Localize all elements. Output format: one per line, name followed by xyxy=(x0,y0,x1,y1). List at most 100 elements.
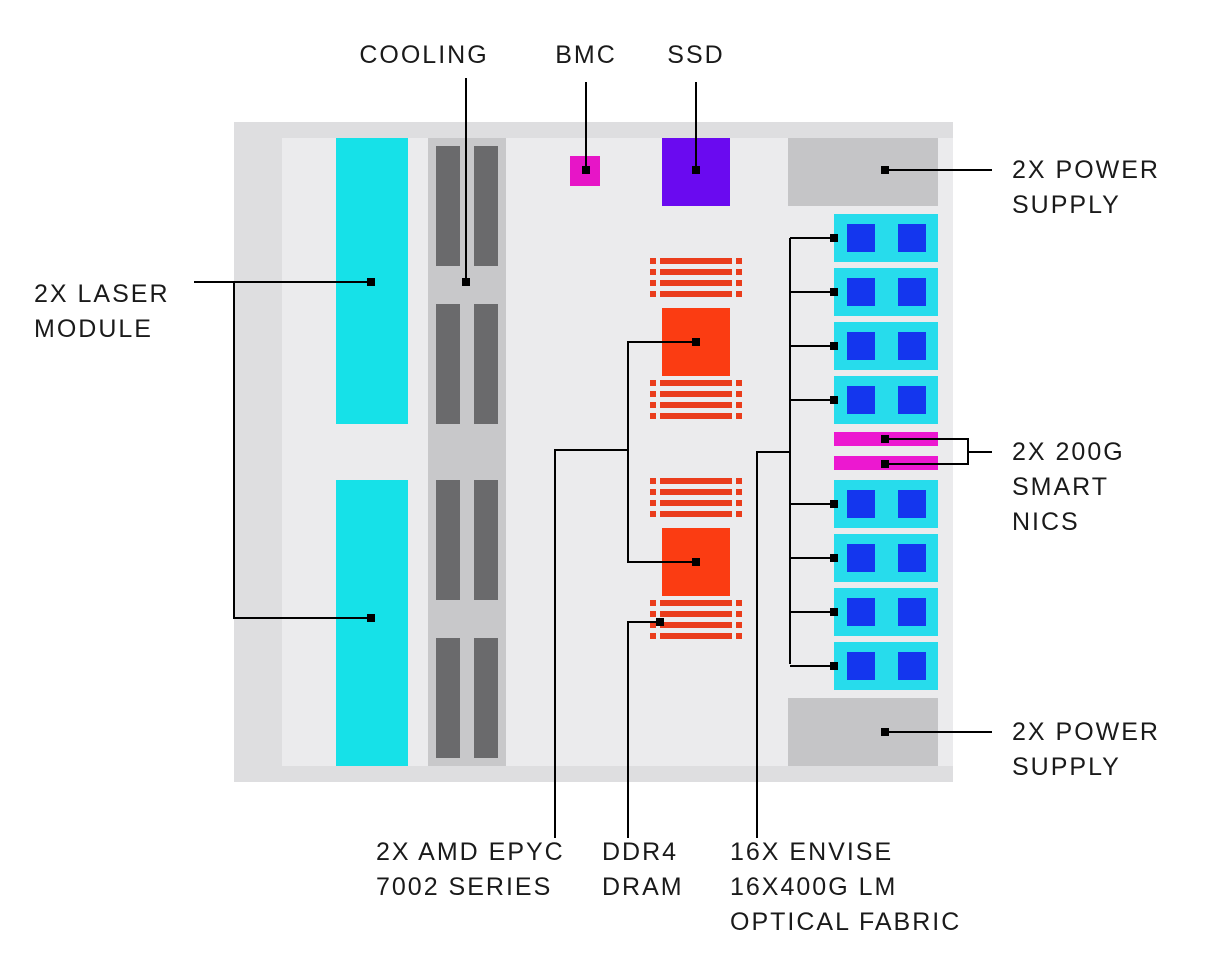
dram-pin xyxy=(736,633,742,639)
optical-tap-dot xyxy=(830,288,838,296)
fan xyxy=(474,304,498,424)
dram-pin xyxy=(736,511,742,517)
bmc-dot xyxy=(582,166,590,174)
dram-stick xyxy=(660,611,732,617)
cpu-label-line1: 2X AMD EPYC xyxy=(376,838,565,866)
ssd-label: SSD xyxy=(667,41,724,69)
optical-module xyxy=(834,268,938,316)
bmc-label: BMC xyxy=(555,41,617,69)
cpu-label-line2: 7002 SERIES xyxy=(376,873,552,901)
optical-tap-dot xyxy=(830,500,838,508)
cpu-dot-bottom xyxy=(692,558,700,566)
dram-stick xyxy=(660,500,732,506)
fan xyxy=(436,146,460,266)
fan xyxy=(436,638,460,758)
dram-pin xyxy=(736,600,742,606)
dram-pin xyxy=(736,478,742,484)
dram-pin xyxy=(736,380,742,386)
dram-pin xyxy=(650,622,656,628)
optical-module xyxy=(834,534,938,582)
power-top-label-line2: SUPPLY xyxy=(1012,191,1121,219)
dram-stick xyxy=(660,633,732,639)
nic-dot-top xyxy=(881,435,889,443)
dram-label-line1: DDR4 xyxy=(602,838,678,866)
dram-bank xyxy=(650,600,742,639)
dram-pin xyxy=(650,413,656,419)
dram-pin xyxy=(650,511,656,517)
dram-bank xyxy=(650,380,742,419)
optical-chip xyxy=(898,544,926,572)
laser-leader-branch xyxy=(233,282,372,619)
dram-stick xyxy=(660,622,732,628)
power-bottom-dot xyxy=(881,728,889,736)
optical-chip xyxy=(898,386,926,414)
dram-stick xyxy=(660,258,732,264)
dram-bank xyxy=(650,258,742,297)
optical-module xyxy=(834,588,938,636)
nic-dot-bottom xyxy=(881,460,889,468)
laser-module-bottom xyxy=(336,480,408,766)
dram-stick xyxy=(660,380,732,386)
dram-bank xyxy=(650,478,742,517)
dram-pin xyxy=(736,291,742,297)
dram-stick xyxy=(660,291,732,297)
optical-modules xyxy=(834,214,938,690)
optical-module xyxy=(834,376,938,424)
dram-pin xyxy=(650,258,656,264)
dram-pin xyxy=(650,500,656,506)
cpu-dot-top xyxy=(692,338,700,346)
dram-pin xyxy=(650,478,656,484)
laser-label-line2: MODULE xyxy=(34,315,153,343)
dram-pin xyxy=(650,402,656,408)
dram-pin xyxy=(736,413,742,419)
optical-tap-dot xyxy=(830,662,838,670)
fan xyxy=(436,480,460,600)
optical-chip xyxy=(847,490,875,518)
dram-pin xyxy=(736,500,742,506)
optical-tap-dot xyxy=(830,342,838,350)
optical-chip xyxy=(898,652,926,680)
dram-pin xyxy=(650,280,656,286)
power-bottom-label-line1: 2X POWER xyxy=(1012,718,1160,746)
cpu-leader xyxy=(554,449,628,838)
dram-stick xyxy=(660,413,732,419)
optical-module xyxy=(834,642,938,690)
optical-chip xyxy=(847,332,875,360)
optical-module xyxy=(834,322,938,370)
dram-pin xyxy=(650,291,656,297)
cooling-dot xyxy=(462,278,470,286)
optical-chip xyxy=(898,278,926,306)
cooling-label: COOLING xyxy=(359,41,488,69)
optical-chip xyxy=(847,386,875,414)
dram-pin xyxy=(736,611,742,617)
power-top-dot xyxy=(881,166,889,174)
cpu-leader-branch xyxy=(627,341,696,563)
dram-stick xyxy=(660,600,732,606)
dram-pin xyxy=(650,611,656,617)
power-top-label-line1: 2X POWER xyxy=(1012,156,1160,184)
optical-chip xyxy=(847,278,875,306)
dram-pin xyxy=(650,600,656,606)
laser-dot-top xyxy=(367,278,375,286)
dram-pin xyxy=(736,622,742,628)
optical-chip xyxy=(847,224,875,252)
leader-lines xyxy=(194,78,992,838)
dram-pin xyxy=(650,633,656,639)
fan xyxy=(474,146,498,266)
dram-pin xyxy=(736,402,742,408)
dram-pin xyxy=(650,269,656,275)
dram-label-line2: DRAM xyxy=(602,873,684,901)
dram-stick xyxy=(660,511,732,517)
dram-stick xyxy=(660,269,732,275)
dram-dot xyxy=(656,618,664,626)
dram-stick xyxy=(660,402,732,408)
optical-taps xyxy=(790,234,838,670)
nics-label-line2: SMART xyxy=(1012,473,1109,501)
power-bottom-label-line2: SUPPLY xyxy=(1012,753,1121,781)
dram-pin xyxy=(736,280,742,286)
optical-chip xyxy=(898,332,926,360)
dram-leader xyxy=(627,621,660,838)
nics-label-line3: NICS xyxy=(1012,508,1080,536)
optical-tap-dot xyxy=(830,234,838,242)
